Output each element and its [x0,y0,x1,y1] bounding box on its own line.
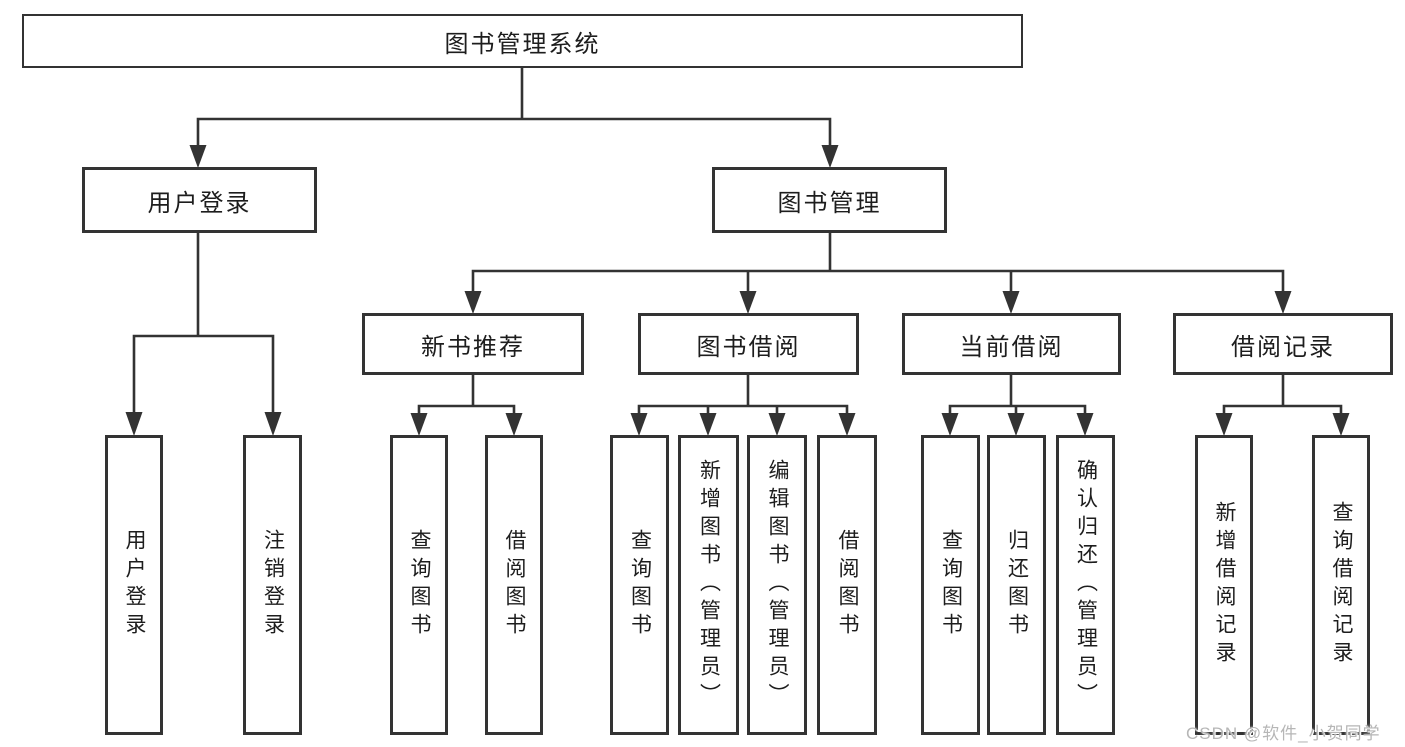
edge-current-bus [948,404,1087,414]
leaf-add-book-admin: 新增图书（管理员） [678,435,739,735]
node-book-management: 图书管理 [712,167,947,233]
leaf-return-book: 归还图书 [987,435,1046,735]
edge-borrow-bus [637,404,849,414]
leaf-confirm-return-admin: 确认归还（管理员） [1056,435,1115,735]
leaf-query-book-1: 查询图书 [390,435,448,735]
leaf-logout: 注销登录 [243,435,302,735]
node-library-system: 图书管理系统 [22,14,1023,68]
node-user-login: 用户登录 [82,167,317,233]
edge-userlogin-bus [132,334,275,414]
leaf-query-book-3: 查询图书 [921,435,980,735]
edge-level2-bus [196,117,832,146]
leaf-edit-book-admin: 编辑图书（管理员） [747,435,807,735]
arrowheads [125,145,1350,436]
leaf-add-borrow-record: 新增借阅记录 [1195,435,1253,735]
csdn-watermark: CSDN @软件_小贺同学 [1186,724,1381,743]
leaf-query-book-2: 查询图书 [610,435,669,735]
node-new-book-recommend: 新书推荐 [362,313,584,375]
leaf-borrow-book-2: 借阅图书 [817,435,877,735]
leaf-borrow-book-1: 借阅图书 [485,435,543,735]
leaf-user-login: 用户登录 [105,435,163,735]
leaf-query-borrow-record: 查询借阅记录 [1312,435,1370,735]
node-current-borrow: 当前借阅 [902,313,1121,375]
edge-level3-bus [471,269,1285,293]
node-borrow-record: 借阅记录 [1173,313,1393,375]
edge-record-bus [1222,404,1343,414]
node-book-borrow: 图书借阅 [638,313,859,375]
edge-newbook-bus [417,404,516,414]
